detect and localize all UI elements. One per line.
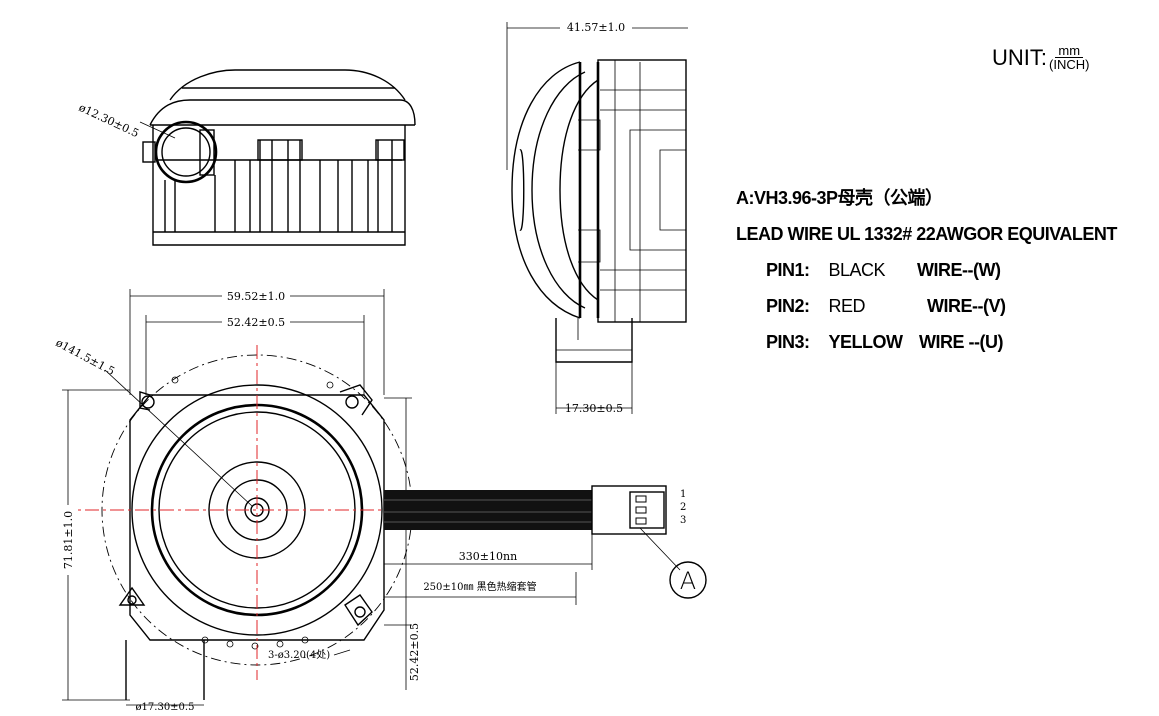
pin2-color: RED — [828, 296, 866, 316]
connector-callout-A: A — [680, 567, 696, 595]
sleeve-length-dim: 250±10㎜ 黑色热缩套管 — [423, 580, 536, 593]
unit-prefix: UNIT: — [992, 45, 1047, 70]
lead-wire-note: LEAD WIRE UL 1332# 22AWGOR EQUIVALENT — [736, 224, 1117, 244]
outlet-diameter-dim: ø12.30±0.5 — [77, 101, 141, 140]
side-depth-dim: 41.57±1.0 — [567, 21, 625, 34]
pin2-label: PIN2: — [766, 296, 810, 316]
pin-number-3: 3 — [680, 515, 686, 526]
pin1-label: PIN1: — [766, 260, 810, 280]
pin-number-1: 1 — [680, 489, 686, 500]
mount-height-dim: 52.42±0.5 — [408, 623, 421, 681]
connector-note: A:VH3.96-3P母壳（公端） — [736, 188, 943, 208]
bottom-outlet-dim: ø17.30±0.5 — [136, 702, 195, 713]
overall-height-dim: 71.81±1.0 — [62, 511, 75, 569]
mount-holes-dim: 3-ø3.20(4处) — [268, 649, 330, 661]
cable-assembly: 1 2 3 330±10nn 250±10㎜ 黑色热缩套管 A — [383, 485, 707, 605]
pin2-wire: WIRE--(V) — [927, 296, 1006, 316]
pin-number-2: 2 — [680, 502, 686, 513]
pin3-wire: WIRE --(U) — [919, 332, 1004, 352]
side-outlet-dim: 17.30±0.5 — [565, 402, 623, 415]
pin1-wire: WIRE--(W) — [917, 260, 1001, 280]
pin3-row: PIN3: YELLOW WIRE --(U) — [736, 324, 1117, 360]
top-view: ø12.30±0.5 — [77, 69, 416, 246]
pin1-color: BLACK — [828, 260, 886, 280]
pin2-row: PIN2: RED WIRE--(V) — [736, 288, 1117, 324]
unit-label: UNIT: mm (INCH) — [992, 44, 1089, 72]
pin3-color: YELLOW — [828, 332, 904, 352]
overall-width-dim: 59.52±1.0 — [227, 290, 285, 303]
unit-numerator: mm — [1055, 44, 1084, 58]
mount-width-dim: 52.42±0.5 — [227, 316, 285, 329]
wiring-notes: A:VH3.96-3P母壳（公端） LEAD WIRE UL 1332# 22A… — [736, 180, 1117, 360]
pin3-label: PIN3: — [766, 332, 810, 352]
pin1-row: PIN1: BLACK WIRE--(W) — [736, 252, 1117, 288]
unit-fraction: mm (INCH) — [1049, 44, 1089, 72]
lead-length-dim: 330±10nn — [459, 550, 517, 563]
side-view: 41.57±1.0 17.30±0.5 — [506, 20, 688, 415]
unit-denominator: (INCH) — [1049, 57, 1090, 72]
front-view: 59.52±1.0 52.42±0.5 — [54, 288, 425, 713]
